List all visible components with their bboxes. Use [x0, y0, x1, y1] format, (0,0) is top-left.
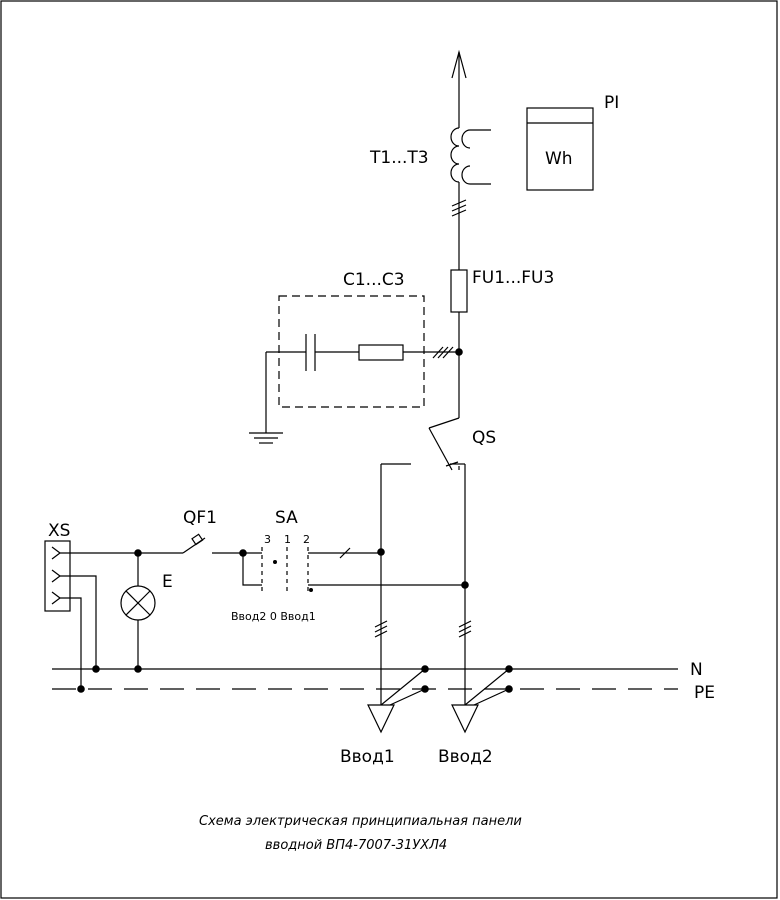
switch-label: QS	[472, 428, 496, 448]
load-switch-symbol	[381, 417, 465, 471]
selector-position-2: 2	[303, 533, 310, 546]
junction-dot	[134, 549, 142, 557]
input-1-terminal	[367, 665, 429, 734]
socket-label: XS	[48, 521, 70, 541]
circuit-breaker-symbol	[182, 533, 243, 554]
selector-position-1: 1	[284, 533, 291, 546]
selector-label: SA	[275, 508, 298, 528]
socket-symbol	[44, 540, 183, 689]
junction-dot	[239, 549, 247, 557]
breaker-label: QF1	[183, 508, 217, 528]
neutral-label: N	[690, 660, 703, 680]
meter-unit-label: Wh	[545, 149, 573, 169]
lamp-label: E	[162, 572, 173, 592]
main-feeder-line	[451, 49, 467, 418]
junction-dot	[134, 665, 142, 673]
current-transformer-symbol	[450, 127, 491, 185]
junction-dot	[377, 548, 385, 556]
energy-meter	[526, 107, 594, 191]
lamp-symbol	[120, 553, 156, 669]
input-1-label: Ввод1	[340, 747, 395, 767]
fuse-symbol	[450, 269, 468, 313]
meter-label: PI	[604, 93, 619, 113]
capacitors-label: C1...C3	[343, 270, 405, 290]
input-2-terminal	[451, 665, 513, 734]
input-2-label: Ввод2	[438, 747, 493, 767]
caption-line-1: Схема электрическая принципиальная панел…	[199, 814, 522, 829]
ground-symbol	[249, 352, 283, 444]
junction-dot	[92, 665, 100, 673]
capacitor-symbol	[266, 334, 459, 371]
junction-dot	[77, 685, 85, 693]
selector-switch-symbol	[242, 547, 465, 595]
fuses-label: FU1...FU3	[472, 268, 554, 288]
caption-line-2: вводной ВП4-7007-31УХЛ4	[265, 838, 447, 853]
junction-dot	[455, 348, 463, 356]
protective-earth-label: PE	[694, 683, 715, 703]
selector-captions: Ввод2 0 Ввод1	[231, 610, 316, 623]
current-transformers-label: T1...T3	[369, 148, 429, 168]
selector-position-3: 3	[264, 533, 271, 546]
